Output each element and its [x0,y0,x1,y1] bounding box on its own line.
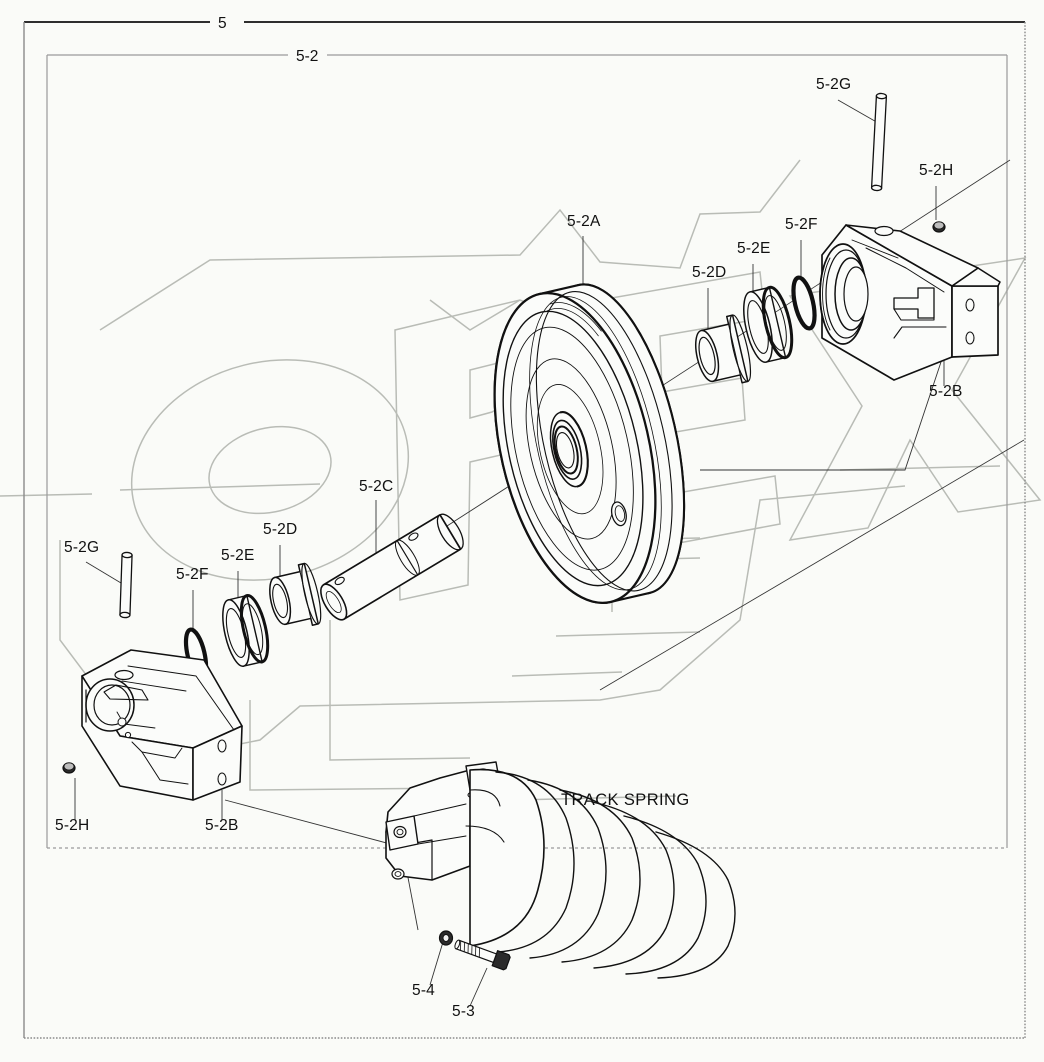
callout-5-2F-left: 5-2F [176,566,209,583]
callout-5-2D-right: 5-2D [692,264,726,281]
frame-label-5: 5 [218,15,227,32]
part-bracket-5-2B-right [819,224,1001,381]
part-floating-seal-5-2E-left [222,594,270,667]
part-washer-5-4 [438,930,454,946]
part-bolt-5-3 [454,939,511,971]
callout-5-2C: 5-2C [359,478,393,495]
part-floating-seal-5-2E-right [743,285,794,363]
part-bushing-5-2D-right [694,314,752,384]
frame-label-5-2: 5-2 [296,48,318,65]
callout-5-2H-left: 5-2H [55,817,89,834]
part-track-spring-assembly [385,761,736,979]
callout-5-4: 5-4 [412,982,435,999]
callout-5-2E-left: 5-2E [221,547,255,564]
part-shaft-5-2C [320,513,464,621]
callout-5-2G-right: 5-2G [816,76,851,93]
part-plug-5-2H-left [62,762,76,774]
callout-5-2A: 5-2A [567,213,601,230]
callout-5-2B-right: 5-2B [929,383,963,400]
callout-5-2D-left: 5-2D [263,521,297,538]
track-spring-label: TRACK SPRING [561,791,690,809]
part-pin-5-2G-left [119,551,133,619]
part-pin-5-2G-right [870,92,888,192]
callout-5-2E-right: 5-2E [737,240,771,257]
callout-5-2G-left: 5-2G [64,539,99,556]
part-idler-wheel-5-2A [493,283,686,604]
callout-5-3: 5-3 [452,1003,475,1020]
callout-5-2H-right: 5-2H [919,162,953,179]
callout-5-2B-left: 5-2B [205,817,239,834]
part-bushing-5-2D-left [269,562,322,627]
part-o-ring-5-2F-right [791,275,817,331]
labels-layer: 5 5-2 5-2A 5-2D 5-2E 5-2F 5-2G 5-2H 5-2B… [55,15,963,1020]
callout-5-2F-right: 5-2F [785,216,818,233]
part-bracket-5-2B-left [81,649,243,801]
part-plug-5-2H-right [932,221,946,233]
frame-outer-5 [23,21,1026,1039]
